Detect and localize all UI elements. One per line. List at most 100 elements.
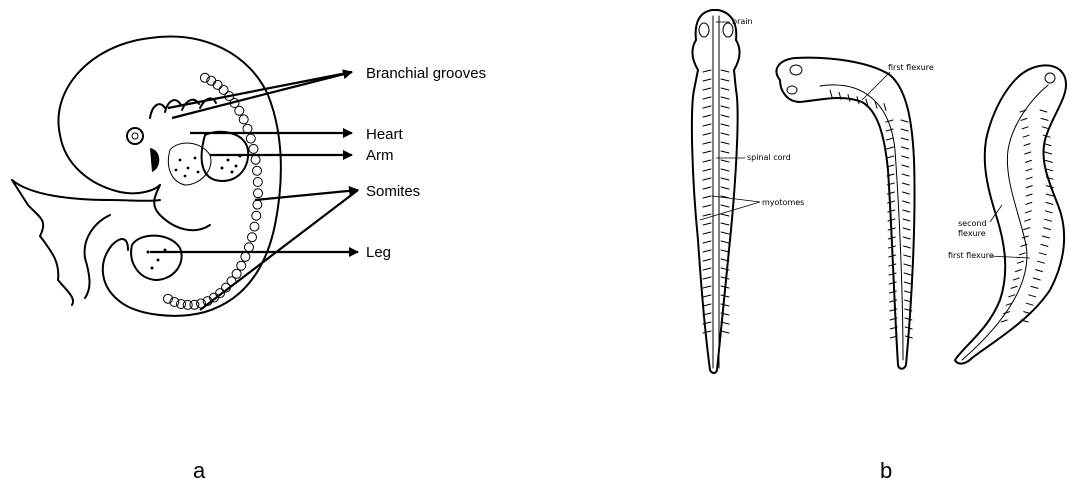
myotome-tick xyxy=(904,255,911,257)
myotome-tick xyxy=(721,178,729,180)
ear-mark xyxy=(150,148,159,172)
myotome-tick xyxy=(904,273,911,275)
label-first-flexure-bottom: first flexure xyxy=(948,251,994,260)
myotome-tick xyxy=(1023,135,1029,137)
heart-bulge xyxy=(168,143,211,185)
myotome-tick xyxy=(703,331,711,333)
myotome-tick xyxy=(703,133,711,135)
myotome-tick xyxy=(903,210,910,212)
panel-a-embryo xyxy=(12,37,281,316)
myotome-tick xyxy=(1045,160,1052,162)
myotome-tick xyxy=(721,205,729,207)
myotome-tick xyxy=(703,277,711,279)
label-leg: Leg xyxy=(366,244,391,261)
eye-inner xyxy=(132,133,138,139)
myotome-tick xyxy=(703,223,711,225)
myotome-tick xyxy=(902,192,909,194)
somite xyxy=(239,115,248,124)
myotome-tick xyxy=(901,120,908,122)
myotome-tick xyxy=(721,133,729,135)
somite xyxy=(177,300,186,309)
myotome-tick xyxy=(721,232,729,234)
myotome-tick xyxy=(703,70,711,72)
myotome-tick xyxy=(903,237,910,239)
label-brain: brain xyxy=(732,17,753,26)
myotome-tick xyxy=(1039,253,1046,255)
label-myotomes: myotomes xyxy=(762,198,804,207)
myotome-tick xyxy=(703,79,711,81)
myotome-tick xyxy=(903,228,910,230)
myotome-tick xyxy=(703,187,711,189)
myotome-tick xyxy=(1031,286,1038,288)
myotome-tick xyxy=(1046,202,1053,204)
label-arm: Arm xyxy=(366,147,394,164)
myotome-tick xyxy=(703,232,711,234)
myotome-tick xyxy=(1026,202,1032,204)
myotome-tick xyxy=(1021,118,1027,120)
yolk-stalk xyxy=(12,180,160,305)
arm-bud xyxy=(202,132,249,181)
myotome-tick xyxy=(1046,194,1053,196)
myotome-tick xyxy=(1026,194,1032,196)
myotome-tick xyxy=(703,268,711,270)
myotome-tick xyxy=(703,178,711,180)
leg-bud xyxy=(131,236,182,280)
myotome-tick xyxy=(1045,219,1052,221)
myotome-tick xyxy=(1024,144,1030,146)
myotome-tick xyxy=(1041,118,1048,120)
myotome-tick xyxy=(721,115,729,117)
myotome-tick xyxy=(1033,278,1040,280)
myotome-tick xyxy=(721,223,729,225)
myotome-tick xyxy=(721,331,729,333)
myotome-tick xyxy=(1042,127,1049,129)
myotome-tick xyxy=(1029,295,1036,297)
myotome-tick xyxy=(703,106,711,108)
myotome-tick xyxy=(721,214,729,216)
somite xyxy=(253,166,262,175)
face-outline xyxy=(60,135,160,193)
somite xyxy=(254,189,263,198)
myotome-tick xyxy=(902,165,909,167)
myotome-tick xyxy=(1042,236,1049,238)
myotome-tick xyxy=(889,282,896,284)
front-outline xyxy=(154,185,210,230)
myotome-tick xyxy=(830,90,832,97)
myotome-tick xyxy=(703,142,711,144)
myotome-tick xyxy=(1001,320,1007,322)
myotome-tick xyxy=(721,304,729,306)
myotome-tick xyxy=(904,282,911,284)
myotome-tick xyxy=(703,115,711,117)
myotome-tick xyxy=(721,187,729,189)
label-heart: Heart xyxy=(366,126,404,143)
myotome-tick xyxy=(1037,261,1044,263)
myotome-tick xyxy=(903,201,910,203)
myotome-tick xyxy=(902,183,909,185)
myotome-tick xyxy=(888,201,895,203)
label-somites: Somites xyxy=(366,183,420,200)
myotome-tick xyxy=(1022,236,1028,238)
myotome-tick xyxy=(703,286,711,288)
eye-outer xyxy=(127,128,143,144)
myotome-tick xyxy=(1022,127,1028,129)
myotome-tick xyxy=(703,160,711,162)
somite xyxy=(250,222,259,231)
myotome-tick xyxy=(1045,152,1052,154)
panel-letter-a: a xyxy=(193,458,206,483)
label-first-flexure-top: first flexure xyxy=(888,63,934,72)
myotome-tick xyxy=(1026,177,1032,179)
somite xyxy=(251,155,260,164)
somite xyxy=(241,252,250,261)
myotome-tick xyxy=(1025,152,1031,154)
myotome-tick xyxy=(904,264,911,266)
myotome-tick xyxy=(1024,228,1030,230)
label-second-flexure-2: flexure xyxy=(958,229,986,238)
myotome-tick xyxy=(1015,270,1021,272)
myotome-tick xyxy=(703,214,711,216)
myotome-tick xyxy=(902,147,909,149)
myotome-tick xyxy=(703,295,711,297)
label-branchial-grooves: Branchial grooves xyxy=(366,65,486,82)
somite xyxy=(246,134,255,143)
somite xyxy=(245,243,254,252)
myotome-tick xyxy=(721,160,729,162)
somite xyxy=(252,211,261,220)
